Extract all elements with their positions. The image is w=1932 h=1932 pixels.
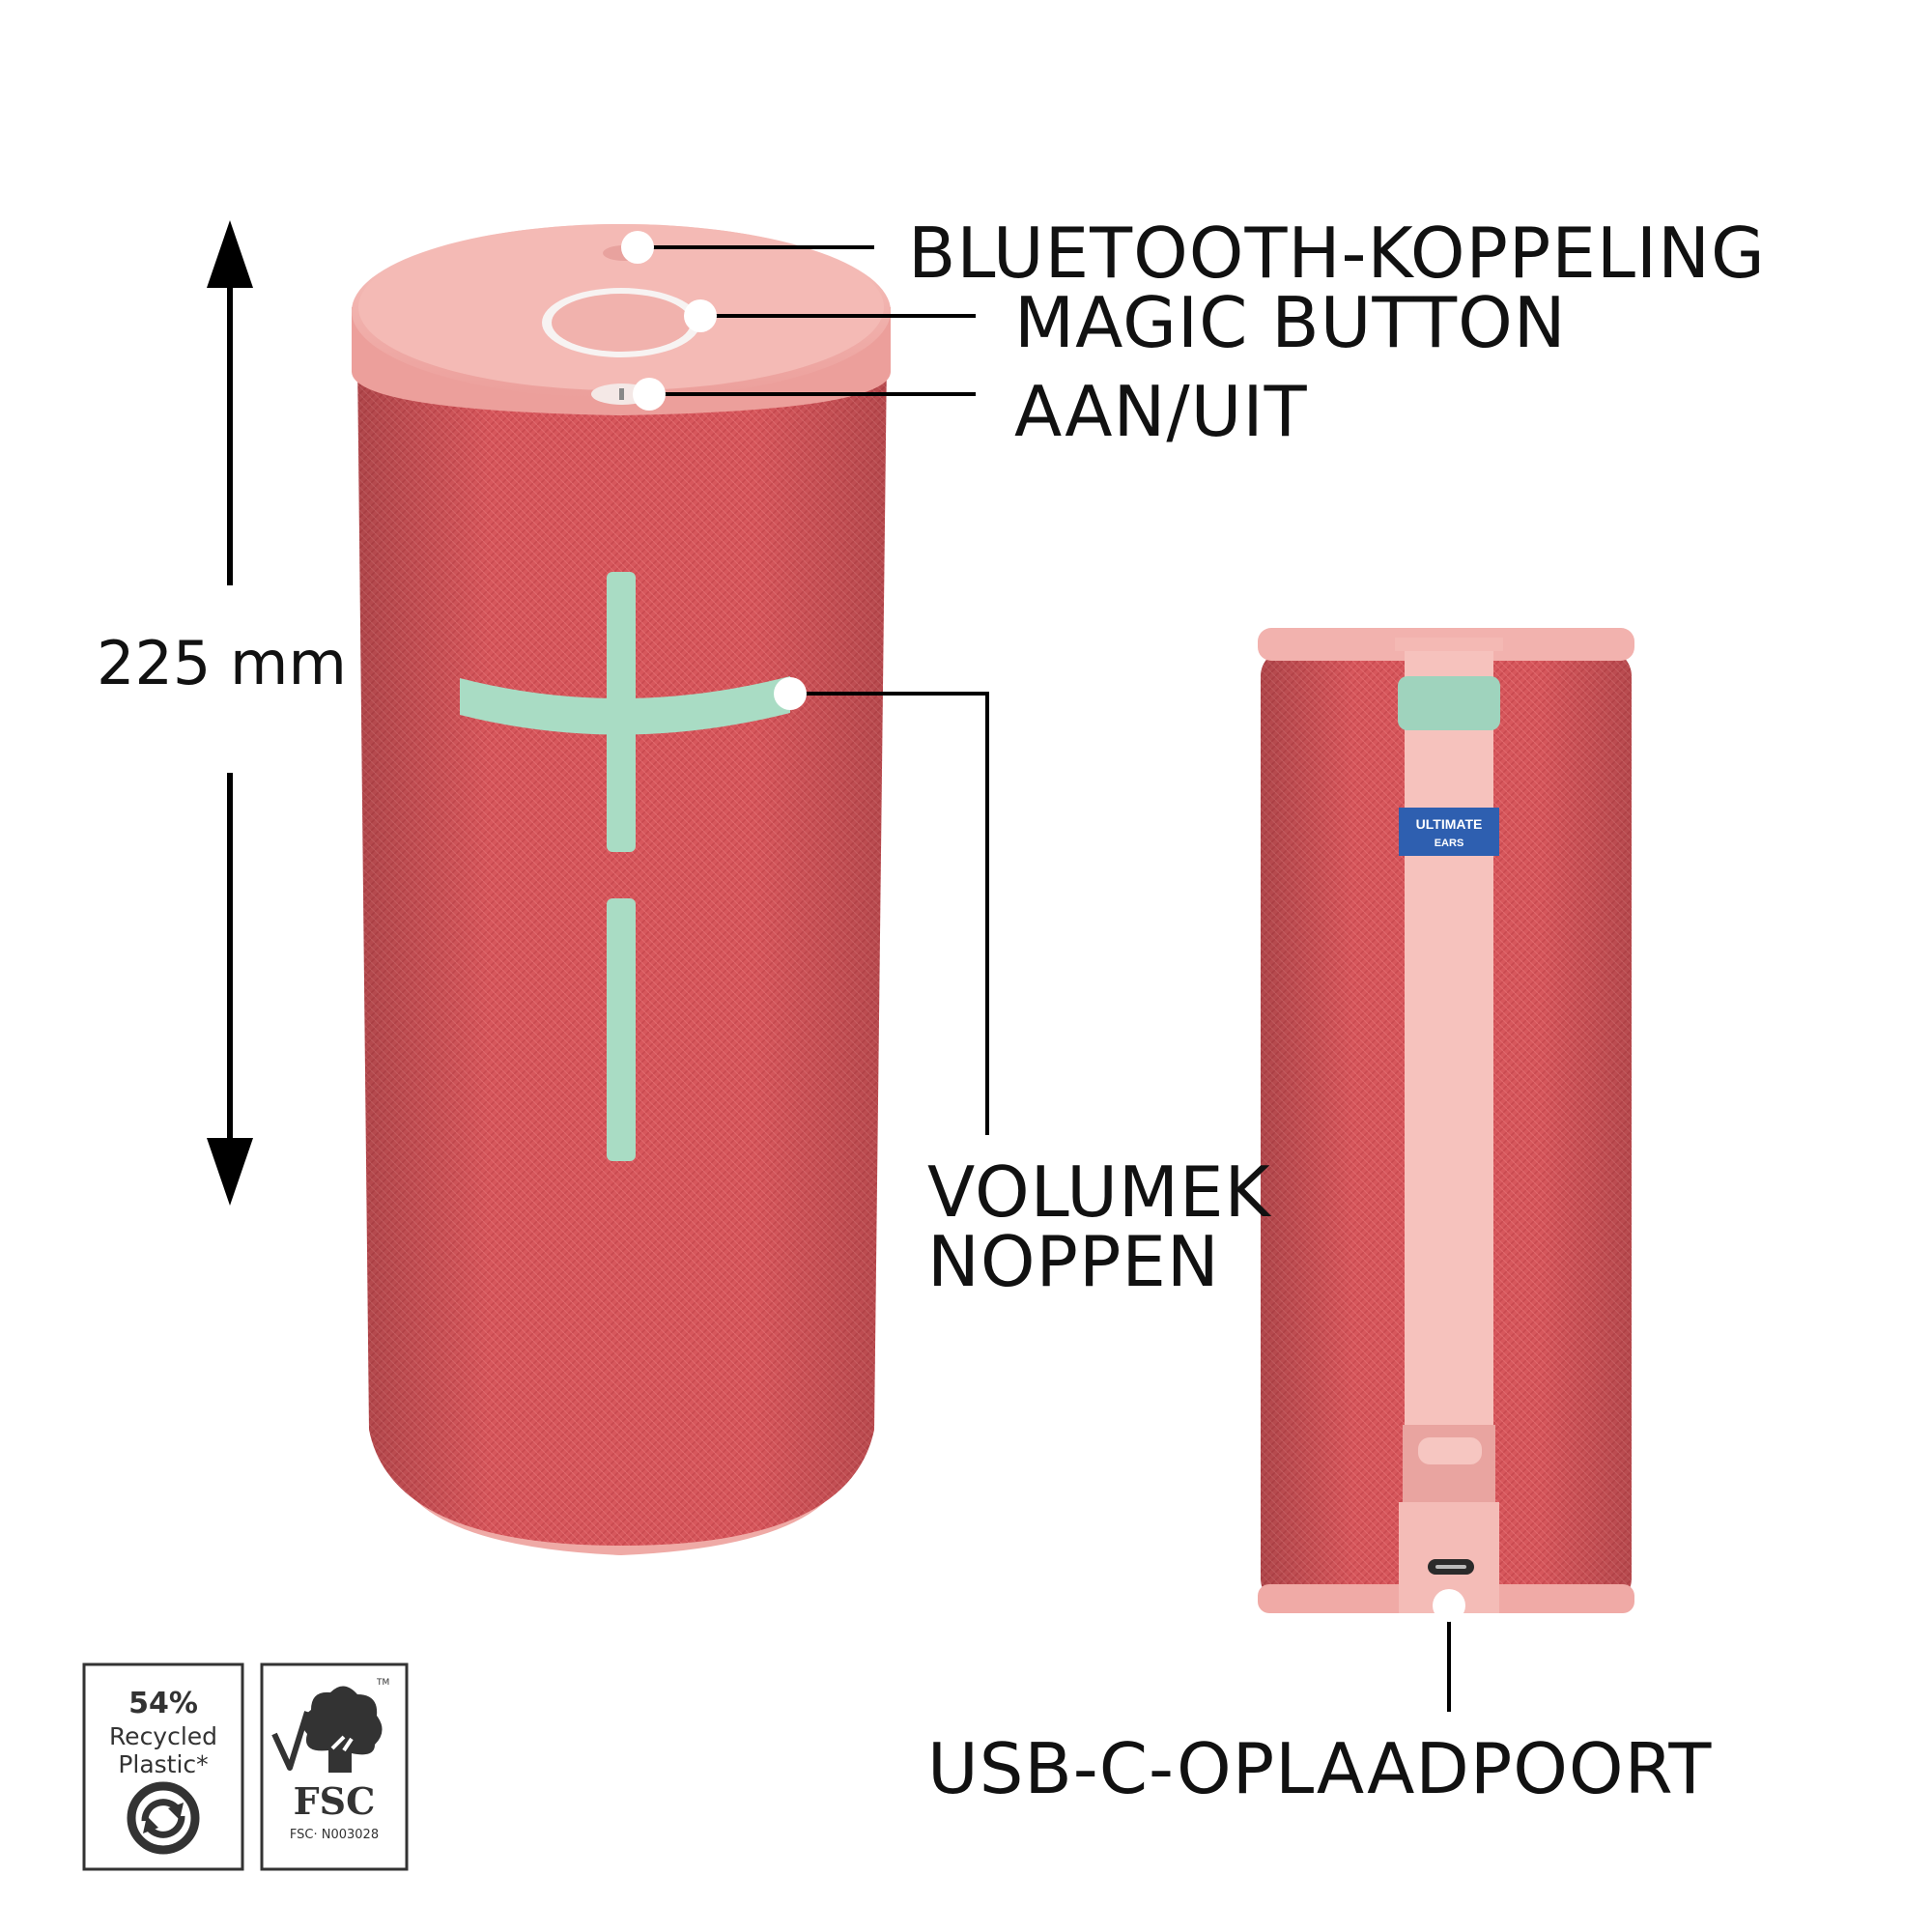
power-label: AAN/UIT xyxy=(1014,371,1308,452)
usb-callout-dot xyxy=(1433,1589,1465,1622)
height-label: 225 mm xyxy=(97,628,347,698)
bluetooth-label: BLUETOOTH-KOPPELING xyxy=(908,213,1766,294)
brand-line2: EARS xyxy=(1435,838,1464,849)
recycled-line2: Plastic* xyxy=(118,1750,208,1778)
speaker-back: ULTIMATE EARS xyxy=(1258,628,1634,1613)
recycled-line1: Recycled xyxy=(109,1722,217,1750)
bluetooth-callout-dot xyxy=(621,231,654,264)
recycled-plastic-badge: 54% Recycled Plastic* xyxy=(82,1662,244,1871)
callouts xyxy=(621,231,1465,1712)
fsc-code: FSC· N003028 xyxy=(290,1828,379,1842)
arrow-up-icon xyxy=(207,220,253,288)
volume-label-line2: NOPPEN xyxy=(927,1221,1220,1302)
volume-plus-horizontal xyxy=(460,676,790,735)
usb-c-label: USB-C-OPLAADPOORT xyxy=(927,1728,1713,1809)
fsc-title: FSC xyxy=(294,1779,376,1823)
speaker-front xyxy=(352,224,891,1555)
volume-label: VOLUMEK NOPPEN xyxy=(927,1157,1271,1296)
brand-line1: ULTIMATE xyxy=(1416,816,1483,832)
fsc-tree-icon xyxy=(271,1686,383,1773)
height-dimension-arrow xyxy=(207,220,253,1206)
fsc-tm: TM xyxy=(376,1678,389,1688)
volume-callout-dot xyxy=(774,677,807,710)
recycled-percent: 54% xyxy=(128,1687,198,1720)
volume-label-line1: VOLUMEK xyxy=(927,1151,1271,1233)
brand-label xyxy=(1399,808,1499,856)
recycle-icon xyxy=(127,1781,200,1855)
arrow-down-icon xyxy=(207,1138,253,1206)
fsc-badge: TM FSC FSC· N003028 xyxy=(260,1662,409,1871)
magic-button-label: MAGIC BUTTON xyxy=(1014,282,1567,363)
power-callout-dot xyxy=(633,378,666,411)
strap-loop xyxy=(1398,676,1500,730)
magic-callout-dot xyxy=(684,299,717,332)
volume-minus xyxy=(607,898,636,1161)
